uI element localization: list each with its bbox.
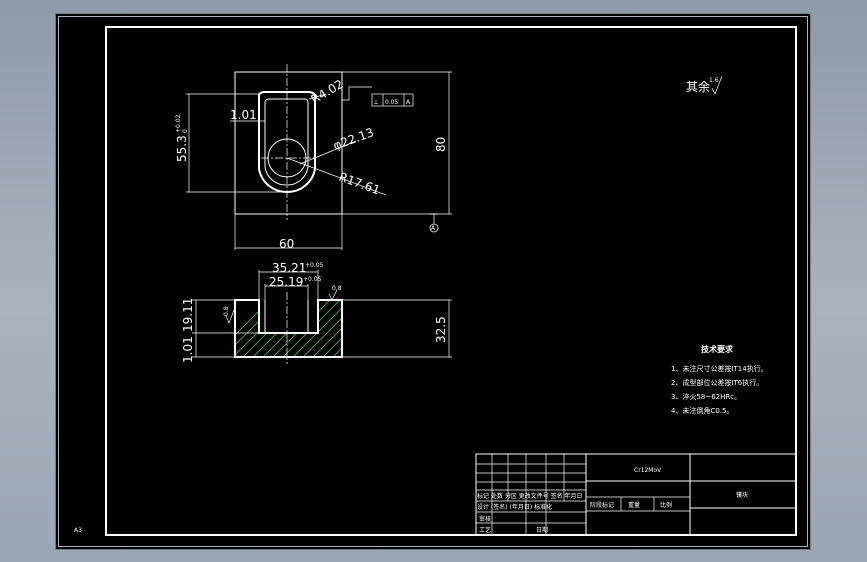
dim-hole-dia-leader [299, 140, 357, 165]
title-block-col-stage: 阶段标记 [590, 501, 614, 509]
roughness-note: 其余 1.6 [686, 75, 723, 95]
dim-section-height: 32.5 [434, 316, 448, 343]
dim-inner-width-text: 25.19 [269, 275, 303, 289]
roughness-note-label: 其余 [686, 79, 710, 94]
roughness-left-icon [225, 309, 235, 324]
dim-outer-radius-leader [286, 157, 387, 196]
dim-outer-width-tol: +0.05 [305, 262, 324, 269]
dim-outer-width-text: 35.21 [272, 261, 306, 275]
cad-drawing-viewport[interactable]: A3 60 80 55.3 +0.02 0 1.01 R4.02 [56, 14, 810, 549]
title-block-row-c: 审核 [479, 515, 491, 523]
tech-req-item: 3、淬火58~62HRc。 [671, 392, 741, 401]
dim-wall-text: 1.01 [230, 108, 257, 122]
roughness-note-value: 1.6 [709, 77, 719, 84]
dim-outer-radius-text: R17.61 [337, 170, 382, 198]
roughness-top-value: 0.8 [332, 285, 342, 292]
dim-hole-dia-text: φ22.13 [331, 125, 376, 153]
dim-width-text: 60 [279, 237, 294, 251]
title-block-frame [475, 453, 797, 536]
roughness-top-icon [328, 289, 338, 301]
slot-outer-profile [258, 91, 316, 194]
dim-slot-text: 55.3 [175, 135, 189, 162]
tolerance-datum: A [406, 99, 411, 106]
top-view: 60 80 55.3 +0.02 0 1.01 R4.02 φ22.13 R17… [175, 64, 452, 251]
title-block-row-e: 日期 [536, 526, 548, 534]
datum-circle [429, 223, 439, 233]
title-block-material: Cr12MoV [634, 467, 662, 474]
sheet-outer-border [58, 16, 808, 547]
slot-inner-profile [264, 98, 309, 186]
tech-req-item: 4、未注倒角C0.5。 [671, 406, 733, 415]
roughness-note-icon [711, 75, 723, 95]
dim-slot-tol-lower: 0 [182, 129, 189, 133]
datum-marker: A [431, 225, 436, 232]
tech-req-title: 技术要求 [701, 344, 734, 354]
dim-inner-width-tol: +0.05 [303, 276, 322, 283]
technical-requirements: 技术要求 1、未注尺寸公差按IT14执行。 2、成型部位公差按IT6执行。 3、… [671, 344, 768, 415]
title-block-row-b: 设计 (签名) (年月日) 标准化 [477, 503, 552, 511]
title-block-col-weight: 重量 [628, 501, 640, 509]
sheet-size-label: A3 [74, 527, 82, 534]
title-block-part-name: 镶块 [736, 491, 748, 499]
dim-corner-radius-text: R4.02 [309, 77, 346, 107]
top-view-outline [234, 71, 343, 215]
roughness-left-value: 0.8 [223, 306, 230, 316]
dim-slot-tol-upper: +0.02 [175, 114, 182, 133]
dim-left-a: 1.01 [181, 336, 195, 363]
sheet-frame [105, 26, 797, 536]
tech-req-item: 1、未注尺寸公差按IT14执行。 [671, 364, 768, 373]
tolerance-frame [371, 93, 414, 107]
title-block: 标记 处数 分区 更改文件号 签名 年月日 设计 (签名) (年月日) 标准化 … [475, 453, 797, 536]
tolerance-symbol: ⟂ [374, 99, 378, 106]
dim-left-b: 19.11 [181, 298, 195, 332]
tolerance-value: 0.05 [385, 99, 399, 106]
dim-corner-radius-leader [308, 93, 327, 100]
title-block-row-d: 工艺 [479, 526, 491, 534]
engineering-drawing: A3 60 80 55.3 +0.02 0 1.01 R4.02 [58, 16, 808, 547]
section-view: 35.21 +0.05 25.19 +0.05 1.01 19.11 32.5 … [181, 261, 452, 364]
dim-height-text: 80 [434, 137, 448, 152]
title-block-row-a: 标记 处数 分区 更改文件号 签名 年月日 [477, 492, 583, 500]
tech-req-item: 2、成型部位公差按IT6执行。 [671, 378, 763, 387]
title-block-col-scale: 比例 [660, 501, 672, 509]
tolerance-leader [342, 86, 372, 101]
